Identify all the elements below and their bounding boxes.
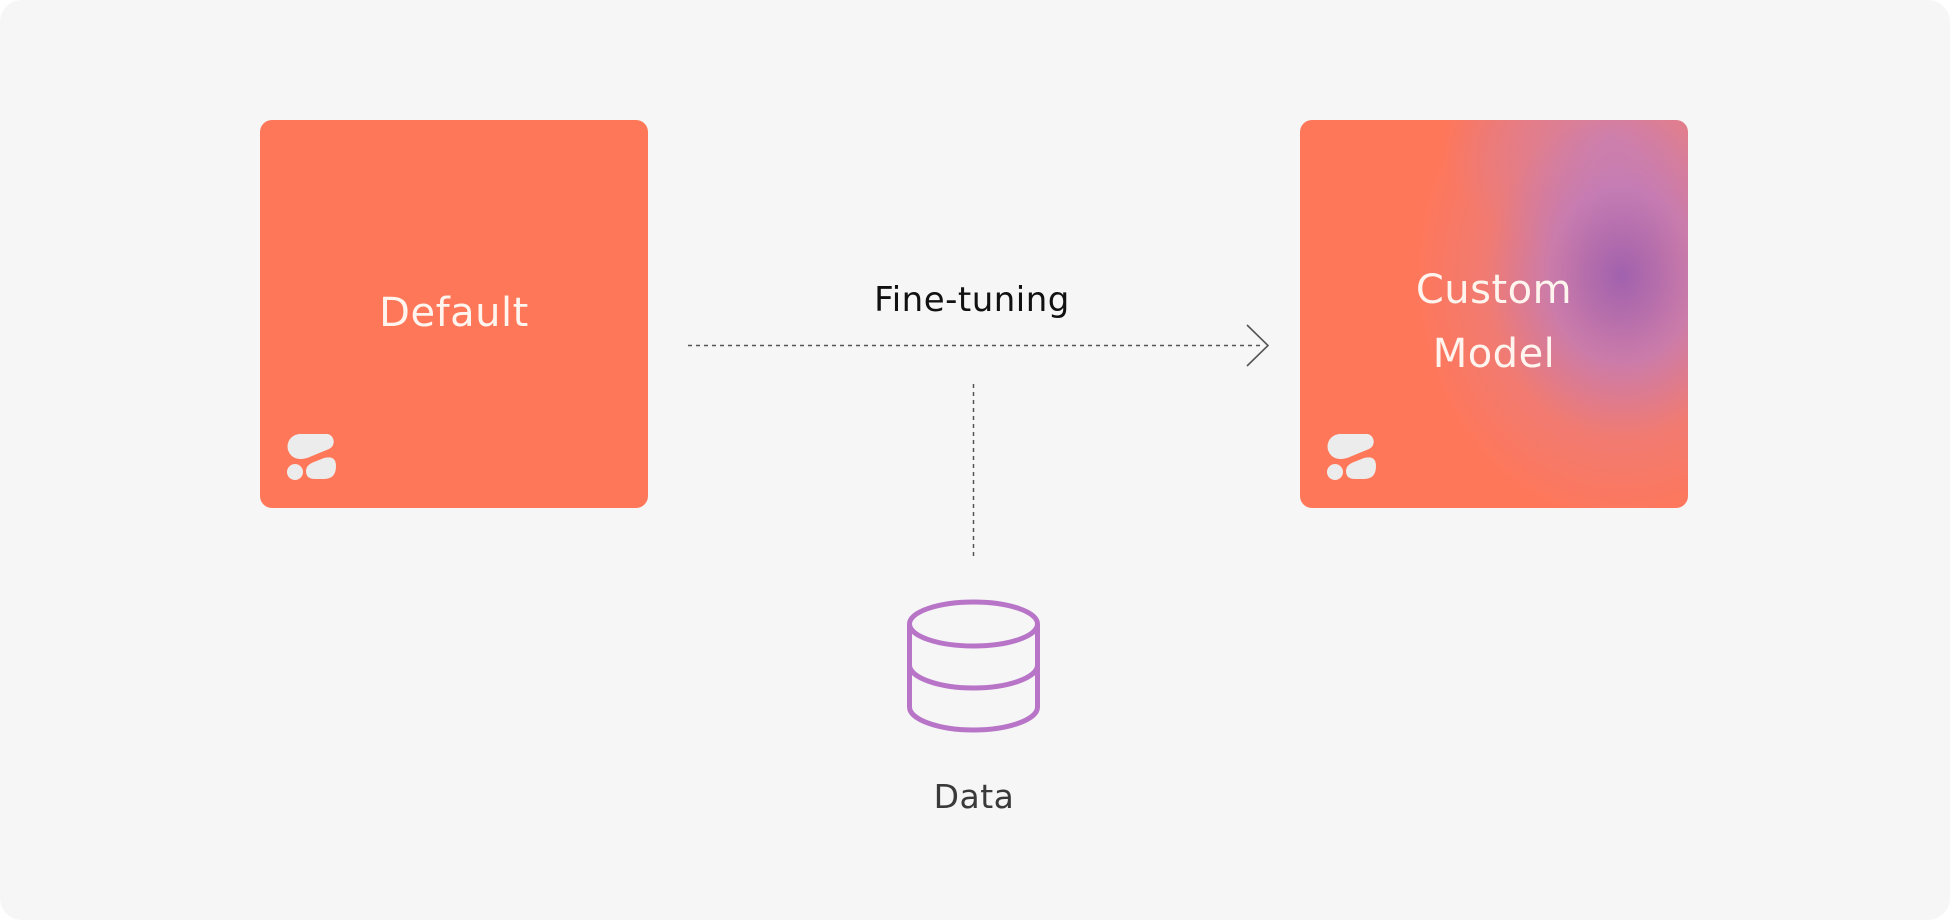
default-model-label: Default [379,290,529,336]
cohere-logo-icon [287,434,336,480]
arrow-right-icon [1246,324,1270,367]
custom-model-label-line-1: Custom [1415,267,1573,313]
custom-model-box: Custom Model [1300,120,1688,508]
cohere-logo-icon [1327,434,1376,480]
fine-tuning-label: Fine-tuning [874,280,1070,320]
custom-model-label-line-2: Model [1432,331,1556,377]
default-model-box: Default [260,120,648,508]
database-icon [907,599,1040,733]
custom-model-label: Custom Model [1300,258,1688,386]
data-label: Data [933,777,1015,816]
